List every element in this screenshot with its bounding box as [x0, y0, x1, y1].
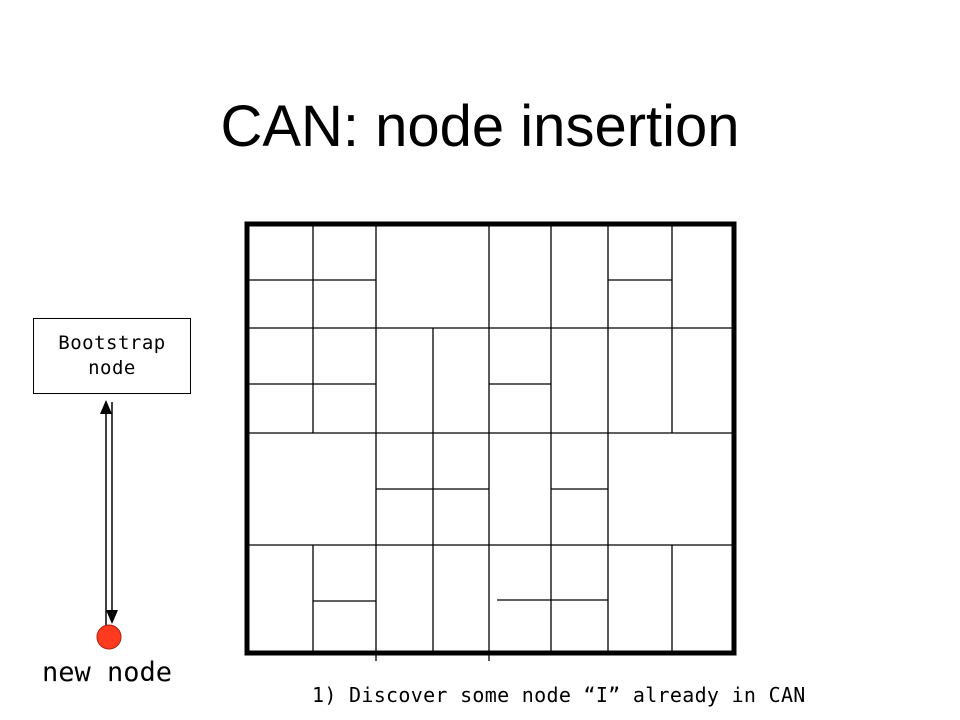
zone-partitions: [247, 224, 734, 661]
can-space-border: [244, 221, 737, 656]
new-node-marker: [96, 624, 122, 650]
step-caption: 1) Discover some node “I” already in CAN: [312, 683, 806, 707]
bootstrap-label-line2: node: [88, 357, 136, 379]
bootstrap-node-box: Bootstrap node: [33, 318, 191, 394]
bootstrap-request-arrow: [100, 400, 112, 628]
new-node-label: new node: [42, 657, 173, 688]
bootstrap-label-line1: Bootstrap: [58, 332, 166, 354]
bootstrap-reply-arrow: [106, 402, 118, 624]
slide-title: CAN: node insertion: [220, 94, 740, 159]
